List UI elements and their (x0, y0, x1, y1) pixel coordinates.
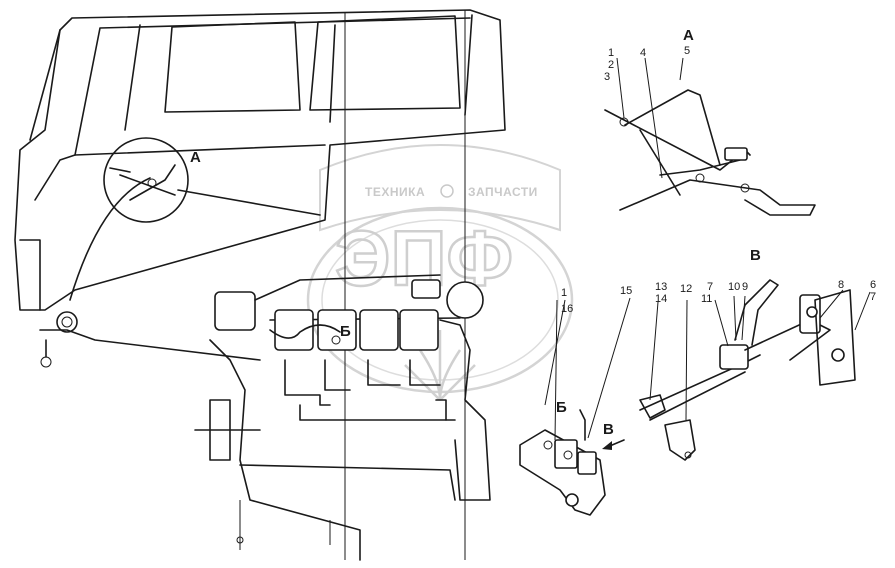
wheat-icon (404, 330, 476, 401)
gear-icon (440, 184, 454, 198)
part-number-6: 6 (870, 279, 876, 291)
part-number-10: 10 (728, 281, 740, 293)
part-number-11: 11 (701, 293, 712, 305)
view-a-detail-title: А (683, 27, 694, 44)
part-number-5: 5 (684, 45, 690, 57)
view-a-label: А (190, 149, 201, 166)
view-v-arrow-label: В (603, 421, 614, 438)
part-number-4: 4 (640, 47, 646, 59)
arrow-head-icon (602, 441, 612, 450)
part-number-13: 13 (655, 281, 667, 293)
view-b-label: Б (340, 323, 351, 340)
view-a-detail-circle: А (103, 137, 201, 223)
watermark-text-left: ТЕХНИКА (365, 185, 425, 199)
part-number-12: 12 (680, 283, 692, 295)
watermark: ТЕХНИКА ЗАПЧАСТИ ЭПФ (306, 144, 574, 401)
tractor-cab (14, 9, 506, 560)
part-number-7b: 7 (870, 291, 876, 303)
view-a-detail: А 1 2 3 4 5 (604, 27, 816, 216)
view-v-title: В (750, 247, 761, 264)
watermark-text-right: ЗАПЧАСТИ (468, 185, 538, 199)
part-number-14: 14 (655, 293, 667, 305)
part-number-3: 3 (604, 71, 610, 83)
part-number-15: 15 (620, 285, 632, 297)
view-v-detail: В 13 14 12 7 11 10 9 8 6 7 (639, 247, 876, 461)
view-b-detail-title: Б (556, 399, 567, 416)
part-number-2: 2 (608, 59, 614, 71)
engine-block: Б (194, 274, 491, 561)
view-b-detail: 1 16 Б 15 В (519, 285, 632, 516)
part-number-8: 8 (838, 279, 844, 291)
part-number-9: 9 (742, 281, 748, 293)
part-number-1b: 1 (561, 287, 567, 299)
part-number-1: 1 (608, 47, 614, 59)
part-number-7: 7 (707, 281, 713, 293)
